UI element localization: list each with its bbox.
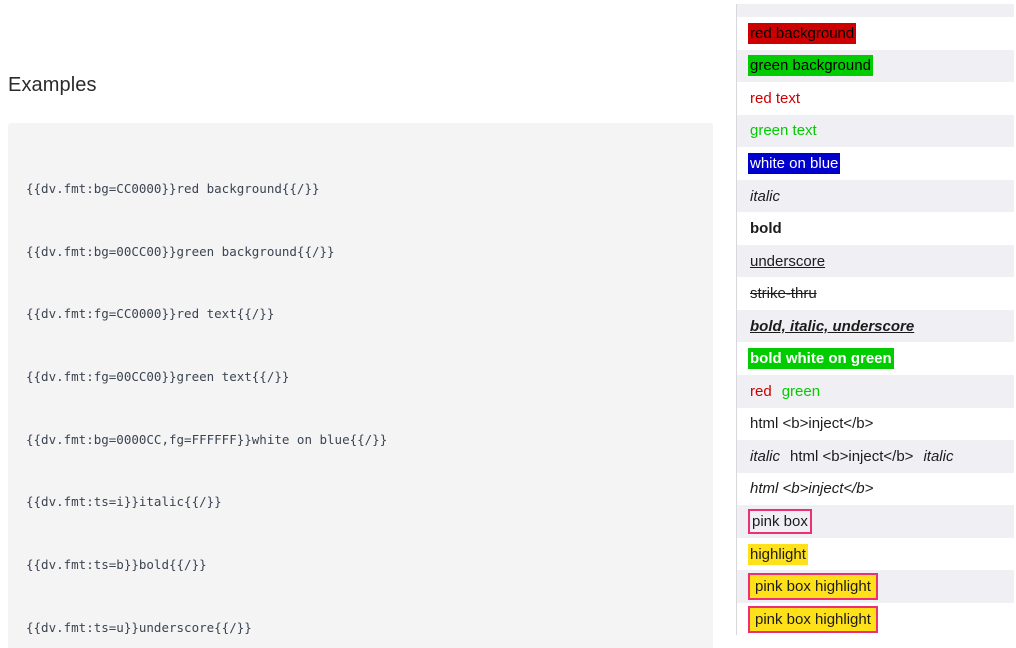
rendered-green: green <box>781 382 821 400</box>
code-line: {{dv.fmt:fg=CC0000}}red text{{/}} <box>26 306 275 322</box>
code-line: {{dv.fmt:bg=CC0000}}red background{{/}} <box>26 180 320 196</box>
code-line: {{dv.fmt:ts=i}}italic{{/}} <box>26 494 222 510</box>
preview-column: red background green background red text… <box>730 0 1016 648</box>
preview-row: red text <box>737 82 1014 115</box>
preview-row: html <b>inject</b> <box>737 408 1014 441</box>
preview-row: bold white on green <box>737 342 1014 375</box>
code-line: {{dv.fmt:ts=u}}underscore{{/}} <box>26 619 252 635</box>
rendered-pink-box: pink box <box>748 508 812 534</box>
preview-row: white on blue <box>737 147 1014 180</box>
source-column: Examples {{dv.fmt:bg=CC0000}}red backgro… <box>8 74 713 648</box>
rendered-italic-html-inject: html <b>inject</b> <box>750 480 874 498</box>
preview-inner: red background green background red text… <box>736 4 1014 636</box>
rendered-italic-leading: italic <box>750 447 781 465</box>
preview-row: pink box highlight <box>737 603 1014 636</box>
rendered-italic: italic <box>750 187 781 205</box>
preview-row: pink box highlight <box>737 570 1014 603</box>
preview-row: green text <box>737 114 1014 148</box>
rendered-bold: bold <box>750 220 782 238</box>
preview-row-list: red background green background red text… <box>736 4 1014 636</box>
rendered-pink-box-highlight-space: pink box highlight <box>748 573 878 601</box>
rendered-italic-trailing: italic <box>923 447 954 465</box>
preview-row: red background <box>737 17 1014 50</box>
code-line: {{dv.fmt:ts=b}}bold{{/}} <box>26 557 207 573</box>
rendered-html-inject-middle: html <b>inject</b> <box>790 447 914 465</box>
preview-row: bold <box>737 212 1014 245</box>
preview-row: pink box <box>737 505 1014 538</box>
rendered-red-text: red text <box>750 89 801 107</box>
preview-row: highlight <box>737 538 1014 571</box>
rendered-pink-box-highlight-comma: pink box highlight <box>748 605 878 633</box>
preview-row: bold, italic, underscore <box>737 309 1014 343</box>
code-block: {{dv.fmt:bg=CC0000}}red background{{/}} … <box>8 123 713 648</box>
rendered-bold-italic-underscore: bold, italic, underscore <box>750 317 915 335</box>
rendered-red: red <box>750 382 772 400</box>
code-line: {{dv.fmt:bg=00CC00}}green background{{/}… <box>26 243 335 259</box>
preview-row: underscore <box>737 244 1014 278</box>
preview-row: strike-thru <box>737 277 1014 310</box>
preview-row: html <b>inject</b> <box>737 473 1014 506</box>
code-line: {{dv.fmt:fg=00CC00}}green text{{/}} <box>26 368 290 384</box>
preview-row: red green <box>737 375 1014 408</box>
rendered-red-background: red background <box>748 22 857 44</box>
preview-row: italic <box>737 179 1014 213</box>
rendered-strike-thru: strike-thru <box>750 285 817 303</box>
rendered-green-text: green text <box>750 122 817 140</box>
rendered-green-background: green background <box>748 55 873 77</box>
preview-row: green background <box>737 49 1014 83</box>
rendered-bold-white-on-green: bold white on green <box>748 348 894 370</box>
rendered-html-inject: html <b>inject</b> <box>750 415 874 433</box>
rendered-white-on-blue: white on blue <box>748 152 841 174</box>
preview-row-partial <box>737 4 1014 17</box>
preview-row: italic html <b>inject</b> italic <box>737 440 1014 473</box>
page-title: Examples <box>8 74 97 96</box>
code-line: {{dv.fmt:bg=0000CC,fg=FFFFFF}}white on b… <box>26 431 388 447</box>
rendered-highlight: highlight <box>748 543 808 565</box>
rendered-underscore: underscore <box>750 252 826 270</box>
